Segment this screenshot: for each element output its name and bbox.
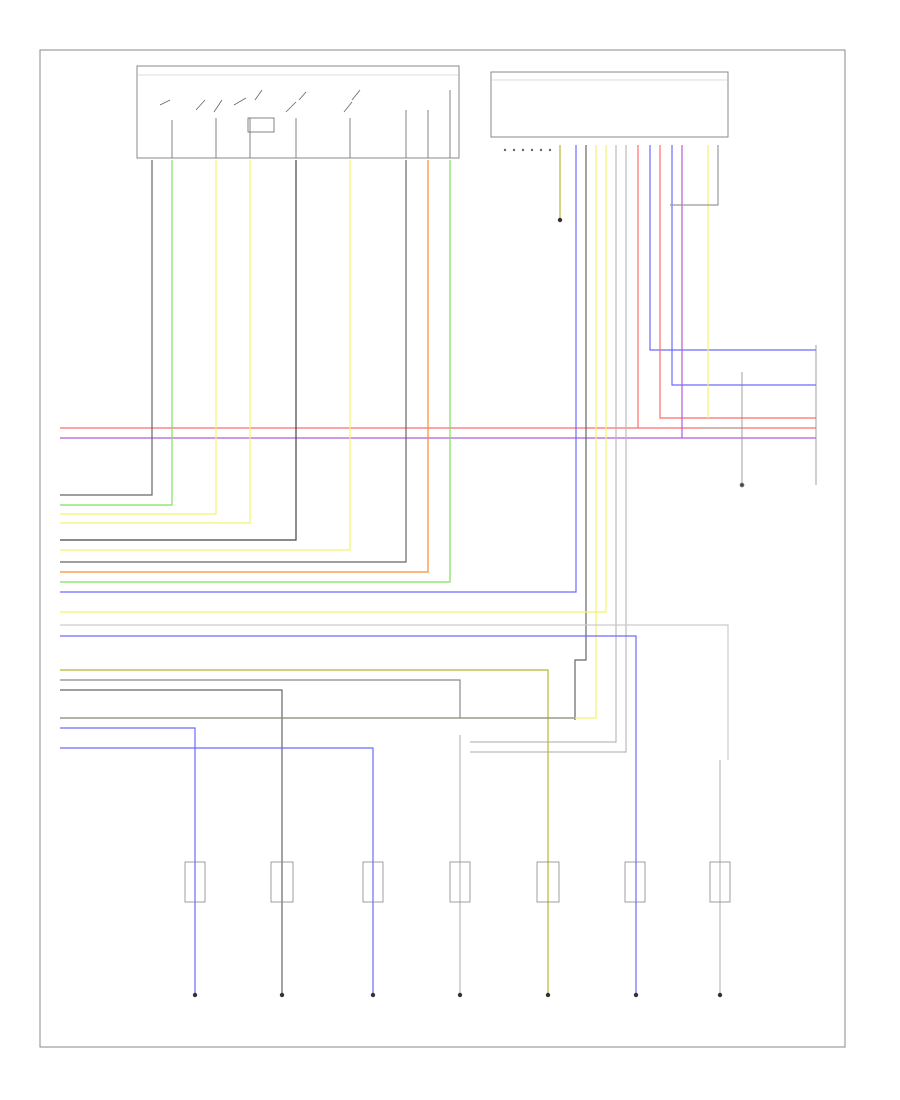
lower-wires [60, 669, 721, 995]
right-connector-block [700, 345, 817, 488]
diagram-frame [39, 49, 846, 1048]
right-box-wires [60, 145, 816, 995]
right-component-box [490, 71, 729, 152]
left-box-wires [60, 160, 451, 583]
left-component-box [136, 65, 460, 159]
ground-points [192, 217, 723, 998]
bottom-components [184, 861, 731, 903]
bus-lines [60, 427, 816, 439]
